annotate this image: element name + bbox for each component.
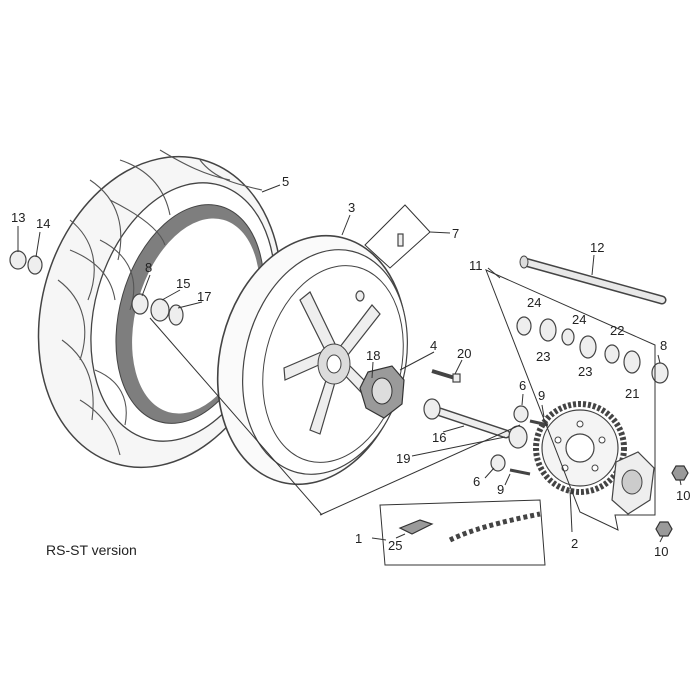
callout-9: 9 bbox=[538, 388, 545, 403]
callout-21: 21 bbox=[625, 386, 639, 401]
callout-8: 8 bbox=[145, 260, 152, 275]
hub-flange bbox=[611, 451, 655, 515]
callout-10: 10 bbox=[654, 544, 668, 559]
callout-23: 23 bbox=[536, 349, 550, 364]
valve-outline bbox=[364, 204, 431, 269]
callout-19: 19 bbox=[396, 451, 410, 466]
bearings bbox=[9, 233, 669, 472]
callout-24: 24 bbox=[527, 295, 541, 310]
leader-lines bbox=[17, 184, 682, 543]
callout-20: 20 bbox=[457, 346, 471, 361]
callout-6: 6 bbox=[519, 378, 526, 393]
callout-3: 3 bbox=[348, 200, 355, 215]
callout-16: 16 bbox=[432, 430, 446, 445]
spacer-tube bbox=[423, 398, 528, 449]
axle bbox=[519, 255, 667, 305]
callout-10: 10 bbox=[676, 488, 690, 503]
wheel-guide-line bbox=[149, 317, 323, 516]
version-caption: RS-ST version bbox=[46, 542, 137, 558]
callout-9: 9 bbox=[497, 482, 504, 497]
callout-6: 6 bbox=[473, 474, 480, 489]
callout-22: 22 bbox=[610, 323, 624, 338]
sprocket-carrier bbox=[359, 365, 405, 419]
callout-13: 13 bbox=[11, 210, 25, 225]
callout-18: 18 bbox=[366, 348, 380, 363]
rear-hub-group-outline bbox=[485, 269, 656, 531]
callout-17: 17 bbox=[197, 289, 211, 304]
callout-23: 23 bbox=[578, 364, 592, 379]
callout-15: 15 bbox=[176, 276, 190, 291]
callout-25: 25 bbox=[388, 538, 402, 553]
nut bbox=[655, 465, 689, 537]
callout-12: 12 bbox=[590, 240, 604, 255]
callout-2: 2 bbox=[571, 536, 578, 551]
chain bbox=[398, 511, 541, 543]
wheel-guide-line bbox=[319, 424, 521, 516]
callout-7: 7 bbox=[452, 226, 459, 241]
callout-1: 1 bbox=[355, 531, 362, 546]
callout-24: 24 bbox=[572, 312, 586, 327]
callout-5: 5 bbox=[282, 174, 289, 189]
stud bbox=[509, 419, 549, 476]
callout-4: 4 bbox=[430, 338, 437, 353]
sprocket bbox=[533, 401, 627, 495]
callout-8: 8 bbox=[660, 338, 667, 353]
bolt bbox=[431, 369, 461, 383]
callout-11: 11 bbox=[469, 258, 483, 273]
chain-kit-outline bbox=[379, 499, 546, 566]
callouts: 13 14 8 15 17 5 3 7 12 11 24 24 22 23 23… bbox=[11, 174, 690, 559]
callout-14: 14 bbox=[36, 216, 50, 231]
